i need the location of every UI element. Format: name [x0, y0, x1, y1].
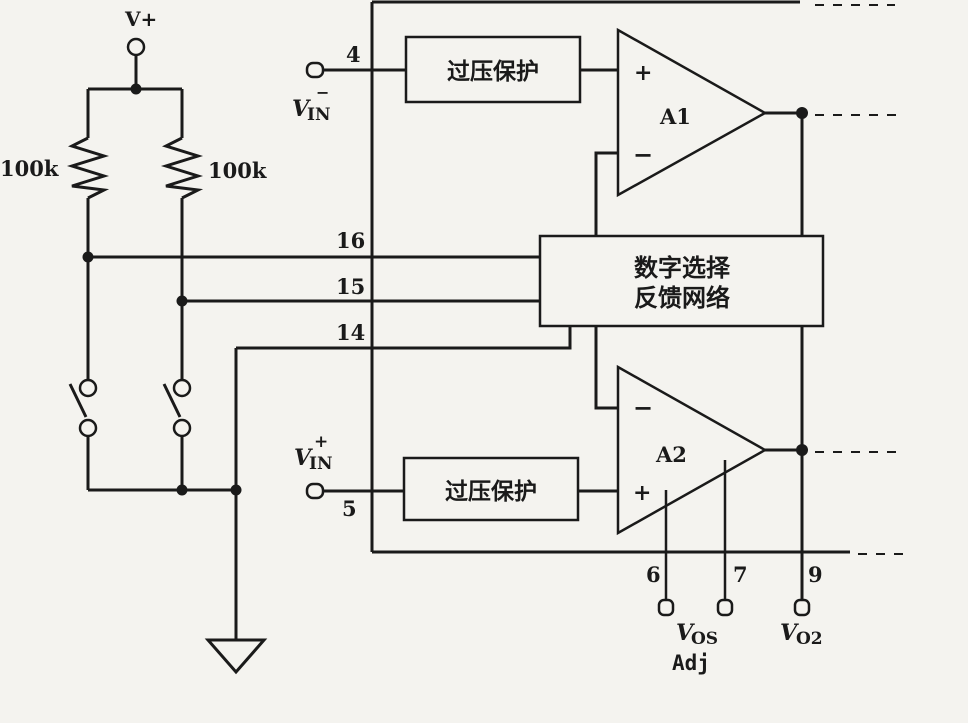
pin9-terminal: [793, 598, 811, 617]
junction-a2-out: [796, 444, 808, 456]
switch-right: [162, 378, 192, 490]
vin-minus-terminal: [305, 61, 325, 79]
a2-minus: −: [633, 393, 653, 422]
vin-plus-terminal: [305, 482, 325, 500]
vin-plus-sub: IN: [309, 454, 333, 474]
pin7-terminal: [716, 598, 734, 617]
overvoltage-protection-top: [404, 35, 582, 104]
pin6-label: 6: [646, 562, 661, 587]
adj-label: Adj: [672, 651, 710, 675]
overvoltage-protection-top-label: 过压保护: [447, 58, 539, 85]
overvoltage-protection-bottom-label: 过压保护: [445, 478, 537, 505]
pin4-label: 4: [346, 42, 361, 67]
vin-plus-v: V: [294, 445, 313, 471]
vin-minus-sub: IN: [307, 105, 331, 125]
vos-v: V: [676, 620, 695, 646]
input-minus: 4 V IN −: [292, 42, 406, 125]
feedback-network-line1: 数字选择: [634, 254, 731, 282]
resistor-left-label: 100k: [0, 156, 59, 181]
supply-network: V+ 100k 100k: [0, 7, 267, 388]
a2-plus: +: [633, 480, 651, 506]
a2-label: A2: [655, 442, 687, 467]
feedback-network-box: [538, 234, 825, 328]
wire-a1-feedback: [594, 151, 618, 236]
resistor-right-label: 100k: [208, 158, 267, 183]
a1-minus: −: [633, 140, 653, 169]
resistor-left: [66, 136, 110, 200]
pin16-label: 16: [336, 228, 365, 253]
junction-switch-common: [176, 484, 188, 496]
opamp-a1: [616, 27, 768, 198]
switch-left: [68, 378, 98, 490]
vo2-v: V: [780, 620, 799, 646]
feedback-network-line2: 反馈网络: [634, 284, 730, 312]
opamp-a2: [616, 364, 768, 536]
input-plus: V IN + 5: [294, 432, 404, 521]
v-plus-label: V+: [124, 7, 157, 31]
pin5-label: 5: [342, 496, 357, 521]
vin-plus-sup: +: [314, 432, 328, 452]
wire-a2-feedback: [594, 326, 618, 410]
a1-label: A1: [659, 104, 691, 129]
vin-minus-v: V: [292, 96, 311, 122]
resistor-right: [160, 136, 204, 200]
pin15-label: 15: [336, 274, 365, 299]
pin9-label: 9: [808, 562, 823, 587]
vin-minus-sup: −: [316, 83, 329, 102]
overvoltage-protection-bottom: [402, 456, 580, 522]
chip-outline: [370, 0, 905, 555]
v-plus-terminal: [126, 37, 146, 57]
vos-sub: OS: [691, 629, 718, 649]
pin6-terminal: [657, 598, 675, 617]
wire-pin14: [236, 326, 572, 350]
ground-symbol: [204, 348, 268, 675]
a1-plus: +: [634, 60, 652, 86]
vo2-sub: O2: [796, 629, 823, 649]
pin14-label: 14: [336, 320, 365, 345]
pin7-label: 7: [733, 562, 748, 587]
